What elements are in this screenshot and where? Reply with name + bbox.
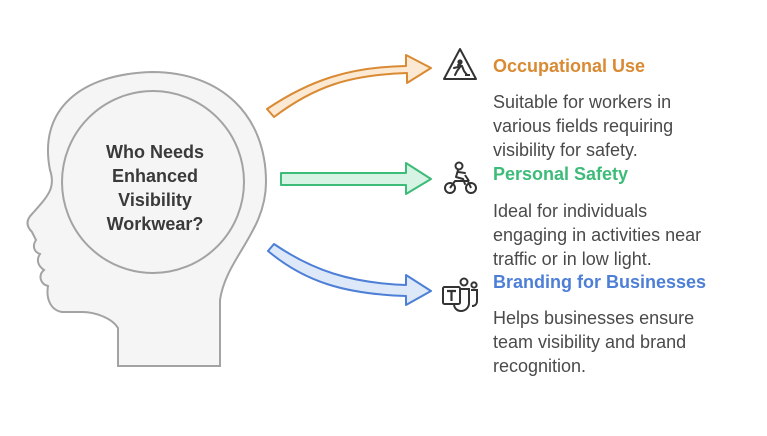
description-line: team visibility and brand [493, 332, 687, 352]
item-description-personal-safety: Ideal for individuals engaging in activi… [493, 199, 753, 271]
item-description-branding: Helps businesses ensure team visibility … [493, 306, 753, 378]
item-description-occupational: Suitable for workers in various fields r… [493, 90, 753, 162]
description-line: visibility for safety. [493, 140, 638, 160]
arrow-occupational [266, 54, 432, 118]
description-line: various fields requiring [493, 116, 674, 136]
item-title-personal-safety: Personal Safety [493, 164, 629, 184]
arrow-personal [280, 162, 432, 195]
item-title-branding: Branding for Businesses [493, 272, 707, 292]
teams-logo-icon [442, 277, 478, 313]
worker-warning-sign-icon [443, 48, 477, 80]
center-line: Workwear? [106, 214, 204, 234]
arrow-branding [267, 243, 432, 306]
motorcycle-rider-icon [444, 161, 477, 194]
center-question: Who Needs Enhanced Visibility Workwear? [60, 128, 250, 248]
center-line: Visibility [118, 190, 192, 210]
center-line: Enhanced [111, 166, 199, 186]
description-line: Suitable for workers in [493, 92, 672, 112]
center-circle [61, 90, 245, 274]
item-title-occupational: Occupational Use [493, 56, 646, 76]
description-line: Ideal for individuals [493, 201, 648, 221]
center-line: Who Needs [105, 142, 204, 162]
description-line: engaging in activities near [493, 225, 702, 245]
description-line: traffic or in low light. [493, 249, 652, 269]
description-line: recognition. [493, 356, 587, 376]
description-line: Helps businesses ensure [493, 308, 695, 328]
